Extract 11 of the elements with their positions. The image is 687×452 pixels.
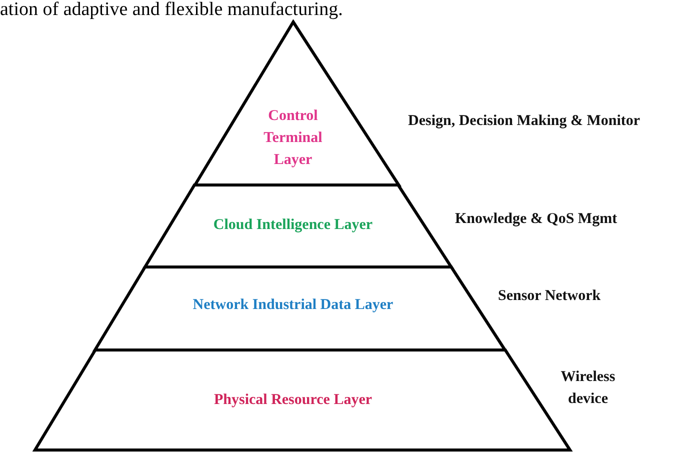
caption-fragment: ation of adaptive and flexible manufacturing. xyxy=(0,0,343,20)
layer-function: Wireless device xyxy=(560,368,616,409)
layer-name: Network Industrial Data Layer xyxy=(192,296,394,315)
pyramid-layer xyxy=(145,185,452,267)
layer-name: Control Terminal Layer xyxy=(262,107,324,170)
layer-function: Design, Decision Making & Monitor xyxy=(408,112,642,131)
layer-function: Sensor Network xyxy=(498,287,602,306)
layer-name: Physical Resource Layer xyxy=(212,391,374,410)
layer-name: Cloud Intelligence Layer xyxy=(212,216,374,235)
layer-function: Knowledge & QoS Mgmt xyxy=(455,210,618,229)
pyramid-apex xyxy=(194,22,398,185)
